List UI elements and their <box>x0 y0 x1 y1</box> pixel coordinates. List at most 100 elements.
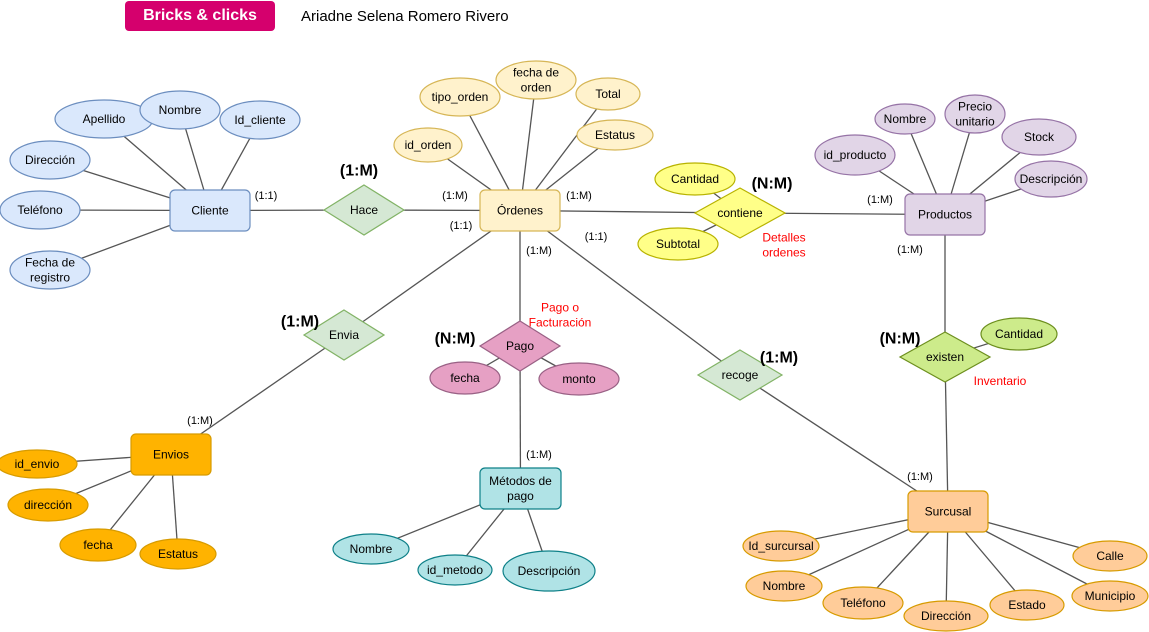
attribute-label: Nombre <box>159 103 202 117</box>
attribute-ordenes-total[interactable]: Total <box>575 77 641 111</box>
attribute-productos-descripcion[interactable]: Descripción <box>1014 160 1088 198</box>
connector-ordenes-recoge <box>519 209 741 376</box>
cardinality-envia-big: (1:M) <box>281 314 319 331</box>
attribute-surcusal-telefono[interactable]: Teléfono <box>822 586 904 620</box>
attribute-envios-id-envio[interactable]: id_envio <box>0 449 78 479</box>
attribute-metodos-id-metodo[interactable]: id_metodo <box>417 554 493 586</box>
relationship-diamond <box>693 187 787 239</box>
relationship-hace[interactable]: Hace <box>322 184 406 236</box>
cardinality-surcusal-recoge: (1:M) <box>907 471 933 483</box>
attribute-shape <box>980 317 1058 351</box>
attribute-surcusal-nombre[interactable]: Nombre <box>745 570 823 602</box>
attribute-shape <box>575 77 641 111</box>
attribute-label: Estatus <box>595 128 635 142</box>
entity-label: Órdenes <box>497 203 543 218</box>
entity-label: Surcusal <box>925 505 972 519</box>
relationship-diamond <box>898 331 992 383</box>
attribute-pago-monto[interactable]: monto <box>538 362 620 396</box>
cardinality-ordenes-envia: (1:1) <box>450 220 473 232</box>
relationship-pago[interactable]: Pago <box>478 320 562 372</box>
attribute-cliente-telefono[interactable]: Teléfono <box>0 190 81 230</box>
attribute-cliente-direccion[interactable]: Dirección <box>9 140 91 180</box>
attribute-envios-direccion[interactable]: dirección <box>7 488 89 522</box>
attribute-envios-estatus[interactable]: Estatus <box>139 538 217 570</box>
attribute-cliente-nombre[interactable]: Nombre <box>139 90 221 130</box>
attribute-label: id_metodo <box>427 563 483 577</box>
note-existen: Inventario <box>974 374 1027 388</box>
attribute-shape <box>822 586 904 620</box>
attribute-shape <box>903 600 989 632</box>
attribute-contiene-cantidad[interactable]: Cantidad <box>654 162 736 196</box>
attribute-productos-id-producto[interactable]: id_producto <box>814 134 896 176</box>
attribute-productos-stock[interactable]: Stock <box>1001 118 1077 156</box>
attribute-shape <box>637 227 719 261</box>
attribute-label: Municipio <box>1085 589 1136 603</box>
attribute-metodos-descripcion[interactable]: Descripción <box>502 550 596 592</box>
attribute-pago-fecha[interactable]: fecha <box>429 361 501 395</box>
cardinality-metodos-pago: (1:M) <box>526 449 552 461</box>
attribute-metodos-nombre[interactable]: Nombre <box>332 533 410 565</box>
attribute-envios-fecha[interactable]: fecha <box>59 528 137 562</box>
attribute-label: Descripción <box>518 564 581 578</box>
attribute-surcusal-estado[interactable]: Estado <box>989 589 1065 621</box>
attribute-productos-nombre[interactable]: Nombre <box>874 103 936 135</box>
attribute-ordenes-tipo-orden[interactable]: tipo_orden <box>419 77 501 117</box>
entity-surcusal[interactable]: Surcusal <box>907 490 989 533</box>
attribute-shape <box>742 530 820 562</box>
attribute-shape <box>419 77 501 117</box>
diagram-nodes: ApellidoNombreId_clienteDirecciónTeléfon… <box>0 60 1149 632</box>
relationship-existen[interactable]: existen <box>898 331 992 383</box>
attribute-label: Id_cliente <box>234 113 286 127</box>
attribute-contiene-subtotal[interactable]: Subtotal <box>637 227 719 261</box>
entity-productos[interactable]: Productos <box>904 193 986 236</box>
relationship-label: Hace <box>350 203 378 217</box>
author-name: Ariadne Selena Romero Rivero <box>301 8 509 25</box>
attribute-shape <box>1001 118 1077 156</box>
attribute-shape <box>989 589 1065 621</box>
relationship-envia[interactable]: Envia <box>302 309 386 361</box>
attribute-label: Estado <box>1008 598 1046 612</box>
cardinality-ordenes-pago: (1:M) <box>526 245 552 257</box>
attribute-shape <box>9 140 91 180</box>
relationship-diamond <box>302 309 386 361</box>
relationship-label: contiene <box>717 206 763 220</box>
attribute-existen-cantidad[interactable]: Cantidad <box>980 317 1058 351</box>
attribute-surcusal-id-surcursal[interactable]: Id_surcursal <box>742 530 820 562</box>
relationship-recoge[interactable]: recoge <box>696 349 784 401</box>
attribute-surcusal-municipio[interactable]: Municipio <box>1071 580 1149 612</box>
attribute-ordenes-id-orden[interactable]: id_orden <box>393 127 463 163</box>
cardinality-ordenes-contiene: (1:M) <box>566 190 592 202</box>
diagram-labels: (1:M)(N:M)(1:M)(N:M)(1:M)(N:M)(1:1)(1:M)… <box>187 163 1027 483</box>
attribute-cliente-apellido[interactable]: Apellido <box>54 99 154 139</box>
cardinality-recoge-big: (1:M) <box>760 350 798 367</box>
relationship-contiene[interactable]: contiene <box>693 187 787 239</box>
attribute-shape <box>874 103 936 135</box>
attribute-shape <box>429 361 501 395</box>
attribute-surcusal-direccion[interactable]: Dirección <box>903 600 989 632</box>
attribute-shape <box>1014 160 1088 198</box>
attribute-label: id_producto <box>824 148 887 162</box>
attribute-shape <box>0 449 78 479</box>
cardinality-contiene-big: (N:M) <box>752 176 793 193</box>
attribute-shape <box>393 127 463 163</box>
project-title-badge: Bricks & clicks <box>125 1 275 31</box>
attribute-cliente-id-cliente[interactable]: Id_cliente <box>219 100 301 140</box>
attribute-shape <box>576 119 654 151</box>
entity-cliente[interactable]: Cliente <box>169 189 251 232</box>
attribute-label: Nombre <box>763 579 806 593</box>
relationship-diamond <box>478 320 562 372</box>
cardinality-pago-big: (N:M) <box>435 331 476 348</box>
entity-box <box>904 193 986 236</box>
entity-envios[interactable]: Envios <box>130 433 212 476</box>
entity-label: Cliente <box>191 204 229 218</box>
attribute-label: Nombre <box>884 112 927 126</box>
entity-ordenes[interactable]: Órdenes <box>479 189 561 232</box>
attribute-ordenes-estatus[interactable]: Estatus <box>576 119 654 151</box>
attribute-surcusal-calle[interactable]: Calle <box>1072 540 1148 572</box>
